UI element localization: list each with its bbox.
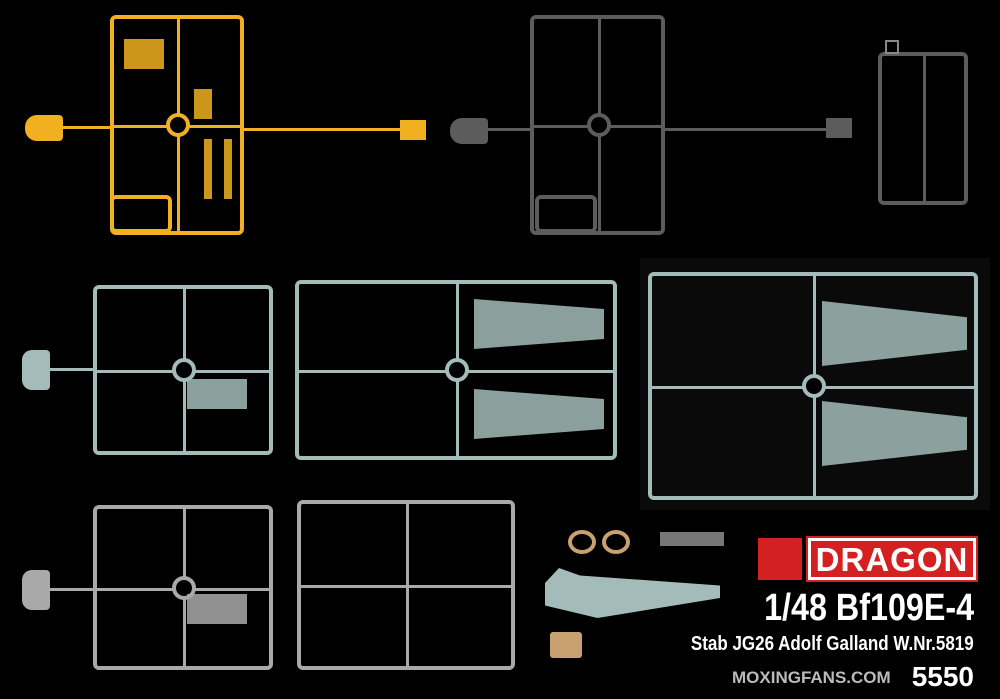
wing-sprue-2 bbox=[648, 272, 978, 500]
wing-sprue bbox=[295, 280, 617, 460]
dark-runner bbox=[665, 128, 826, 131]
dark-part bbox=[826, 118, 852, 138]
yellow-part bbox=[400, 120, 426, 140]
dark-cowling-part bbox=[450, 118, 488, 144]
grey-sprue-a bbox=[93, 505, 273, 670]
kit-subtitle: Stab JG26 Adolf Galland W.Nr.5819 bbox=[691, 633, 974, 655]
grey-cowling bbox=[22, 570, 50, 610]
sprue-tag bbox=[885, 40, 899, 54]
fuselage-part bbox=[545, 568, 720, 618]
yellow-runner bbox=[244, 128, 400, 131]
yellow-runner bbox=[60, 126, 110, 129]
clear-parts bbox=[660, 532, 724, 546]
kit-number: 5550 bbox=[911, 661, 974, 692]
dark-grey-sprue-small bbox=[535, 195, 597, 233]
engine-part bbox=[550, 632, 582, 658]
ring-part bbox=[602, 530, 630, 554]
kit-title: 1/48 Bf109E-4 bbox=[763, 587, 974, 629]
grey-sprue-b bbox=[297, 500, 515, 670]
dragon-emblem-icon bbox=[758, 538, 802, 580]
dark-grey-sprue bbox=[530, 15, 665, 235]
yellow-cowling-part bbox=[25, 115, 63, 141]
light-sprue-a bbox=[93, 285, 273, 455]
wheel-sprue bbox=[878, 52, 968, 205]
dark-runner bbox=[488, 128, 530, 131]
yellow-sprue bbox=[110, 15, 244, 235]
watermark: MOXINGFANS.COM bbox=[732, 668, 891, 687]
brand-name: DRAGON bbox=[806, 536, 978, 582]
dragon-logo: DRAGON bbox=[758, 536, 978, 582]
yellow-sprue-small bbox=[110, 195, 172, 233]
light-runner bbox=[50, 368, 93, 371]
ring-part bbox=[568, 530, 596, 554]
grey-runner bbox=[50, 588, 93, 591]
light-cowling bbox=[22, 350, 50, 390]
